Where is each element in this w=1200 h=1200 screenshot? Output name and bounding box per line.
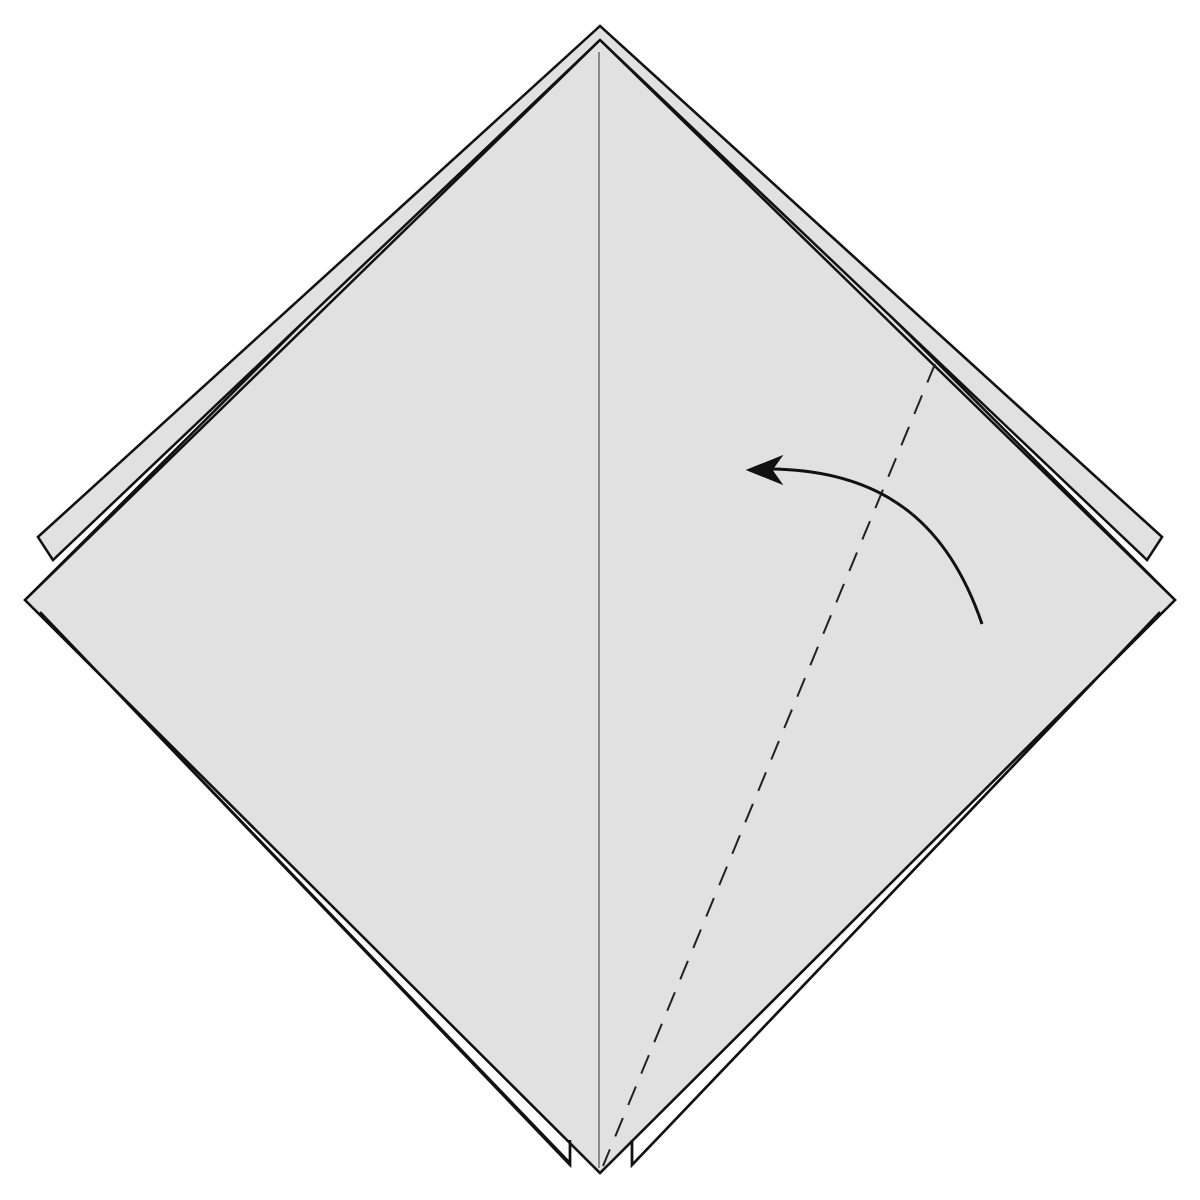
fold-arrow-head — [745, 454, 784, 486]
bottom-right-layer-edge — [630, 611, 1161, 1169]
top-left-layer-edge — [36, 25, 601, 562]
top-right-layer-edge — [599, 25, 1164, 562]
valley-fold-dashed-line — [602, 363, 936, 1167]
fold-arrow-curve — [769, 467, 984, 625]
bottom-left-layer-edge — [39, 611, 572, 1169]
curved-fold-arrow-icon — [745, 454, 984, 625]
